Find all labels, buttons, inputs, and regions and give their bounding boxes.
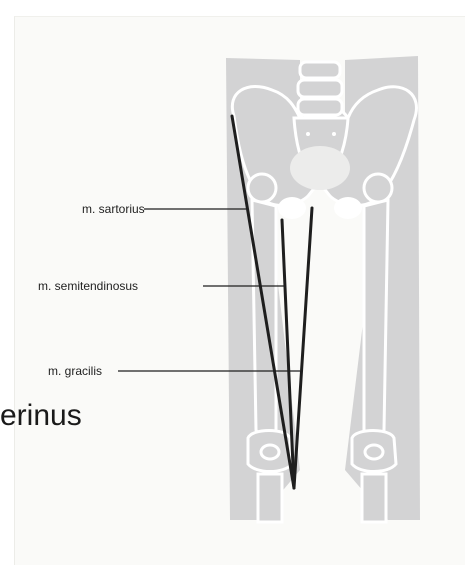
semitendinosus-label: m. semitendinosus (38, 279, 138, 293)
left-tibia (362, 474, 386, 522)
right-femur (252, 200, 276, 448)
left-femoral-head (364, 174, 392, 202)
sartorius-label: m. sartorius (82, 202, 145, 216)
right-patella (261, 445, 279, 459)
right-tibia (258, 474, 282, 522)
gracilis-label: m. gracilis (48, 364, 102, 378)
vertebra-1 (300, 62, 340, 78)
pelvic-cavity (290, 146, 350, 190)
left-patella (365, 445, 383, 459)
vertebra-2 (298, 80, 342, 97)
overlay-text: erinus (0, 398, 82, 434)
right-obturator-foramen (278, 197, 306, 219)
gracilis-line (294, 208, 312, 488)
right-femoral-head (248, 174, 276, 202)
vertebra-3 (298, 99, 342, 115)
left-obturator-foramen (334, 197, 362, 219)
left-femur (364, 200, 388, 448)
